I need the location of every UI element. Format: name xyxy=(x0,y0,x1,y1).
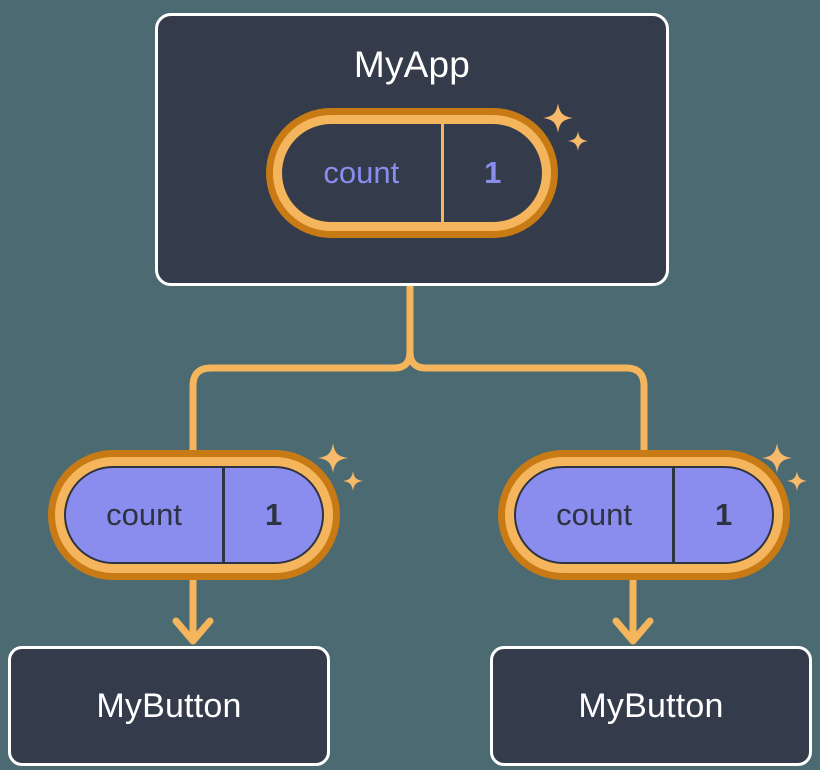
state-pill-child-left-ring: count 1 xyxy=(55,457,333,573)
state-pill-child-right-value: 1 xyxy=(672,468,772,562)
state-value-label: 1 xyxy=(264,497,283,532)
state-pill-root-key: count xyxy=(282,124,441,222)
state-pill-child-right-key: count xyxy=(516,468,672,562)
connector-branch-left xyxy=(189,344,414,456)
component-title-mybutton: MyButton xyxy=(578,686,724,725)
state-key-label: count xyxy=(323,155,400,190)
state-value-label: 1 xyxy=(714,497,733,532)
state-pill-root-core: count 1 xyxy=(282,124,542,222)
state-pill-child-left-value: 1 xyxy=(222,468,322,562)
state-pill-child-left-core: count 1 xyxy=(64,466,324,564)
component-box-mybutton-right[interactable]: MyButton xyxy=(490,646,812,766)
state-key-label: count xyxy=(106,497,182,532)
connector-branch-right xyxy=(406,344,648,456)
arrow-head-right xyxy=(612,617,654,645)
component-title-mybutton: MyButton xyxy=(96,686,242,725)
state-pill-root-value: 1 xyxy=(440,124,542,222)
state-pill-child-left-key: count xyxy=(66,468,222,562)
arrow-head-left xyxy=(172,617,214,645)
component-box-mybutton-left[interactable]: MyButton xyxy=(8,646,330,766)
state-pill-child-right[interactable]: count 1 xyxy=(498,450,790,580)
state-value-label: 1 xyxy=(484,155,502,190)
state-key-label: count xyxy=(556,497,632,532)
sparkle-icon xyxy=(318,443,348,473)
state-pill-child-right-core: count 1 xyxy=(514,466,774,564)
sparkle-icon xyxy=(787,471,807,491)
state-pill-child-left[interactable]: count 1 xyxy=(48,450,340,580)
state-pill-child-right-ring: count 1 xyxy=(505,457,783,573)
state-pill-root[interactable]: count 1 xyxy=(266,108,558,238)
state-pill-root-ring: count 1 xyxy=(273,115,551,231)
sparkle-icon xyxy=(343,471,363,491)
component-title-myapp: MyApp xyxy=(353,44,471,85)
